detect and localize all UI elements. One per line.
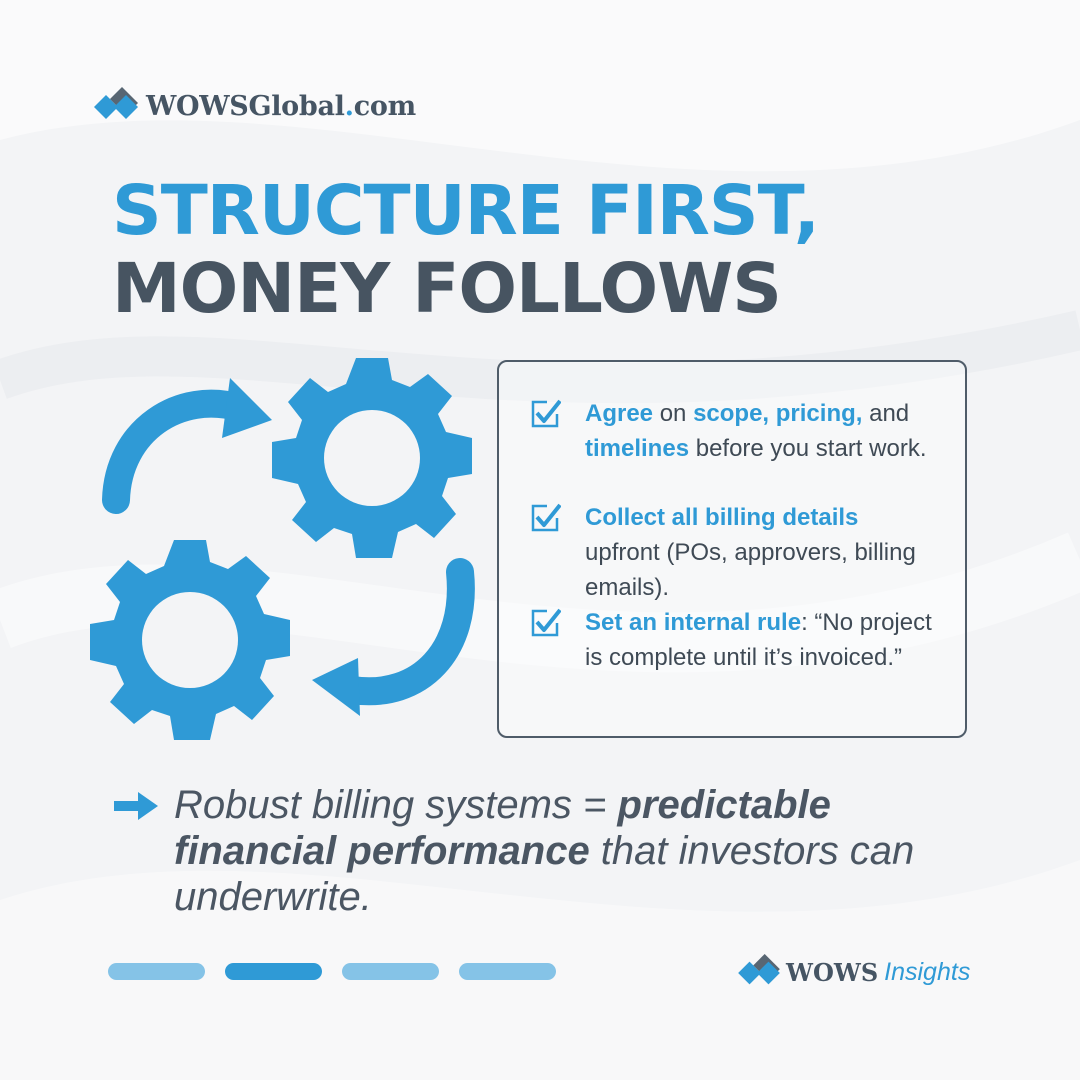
checklist-text-2: Collect all billing details upfront (POs… <box>585 500 939 605</box>
text-part: on <box>653 400 694 427</box>
page-dot[interactable] <box>459 963 556 980</box>
checkbox-icon <box>531 608 561 637</box>
brand-name: WOWSGlobal <box>146 90 345 122</box>
bottom-brand-logo[interactable]: WOWS Insights <box>738 952 970 992</box>
page-title: Structure First, Money Follows <box>112 171 820 329</box>
checklist-item-3: Set an internal rule: “No project is com… <box>529 605 939 675</box>
bottom-brand-name: WOWS <box>786 957 879 987</box>
page-dot[interactable] <box>108 963 205 980</box>
text-part: timelines <box>585 435 690 462</box>
checklist-item-2: Collect all billing details upfront (POs… <box>529 500 939 605</box>
text-part: before you start work. <box>689 435 927 462</box>
checkbox-icon <box>531 399 561 428</box>
statement-post: that investors can underwrite. <box>174 829 915 919</box>
top-brand-logo[interactable]: WOWSGlobal.com <box>94 86 416 126</box>
text-part: Collect all billing details <box>585 504 859 531</box>
text-part: upfront (POs, approvers, billing emails)… <box>585 539 916 601</box>
wows-logo-icon <box>738 954 780 985</box>
text-part: and <box>862 400 910 427</box>
checklist-text-3: Set an internal rule: “No project is com… <box>585 605 939 675</box>
wows-logo-icon <box>94 87 138 119</box>
top-brand-text: WOWSGlobal.com <box>146 91 416 122</box>
statement-pre: Robust billing systems = <box>174 783 618 827</box>
text-part: : “No project is complete until it’s inv… <box>585 609 932 671</box>
bottom-brand-suffix: Insights <box>884 957 971 986</box>
text-part: Agree <box>585 400 654 427</box>
title-line-2: Money Follows <box>112 249 782 329</box>
checklist-card: Agree on scope, pricing, and timelines b… <box>497 360 967 738</box>
brand-tld: com <box>353 90 416 122</box>
checklist-text-1: Agree on scope, pricing, and timelines b… <box>585 396 939 466</box>
checkbox-icon <box>531 503 561 532</box>
text-part: Set an internal rule <box>585 609 802 636</box>
brand-dot: . <box>344 90 354 122</box>
page-dot[interactable] <box>225 963 322 980</box>
arrow-right-icon <box>114 792 158 820</box>
summary-statement: Robust billing systems = predictable fin… <box>174 782 934 920</box>
pagination-indicator <box>108 963 576 980</box>
title-line-1: Structure First, <box>112 171 820 251</box>
page-dot[interactable] <box>342 963 439 980</box>
statement-emphasis: predictable financial performance <box>174 783 831 873</box>
gears-cycle-icon <box>90 358 475 740</box>
text-part: scope, pricing, <box>693 400 863 427</box>
checklist-item-1: Agree on scope, pricing, and timelines b… <box>529 396 939 466</box>
